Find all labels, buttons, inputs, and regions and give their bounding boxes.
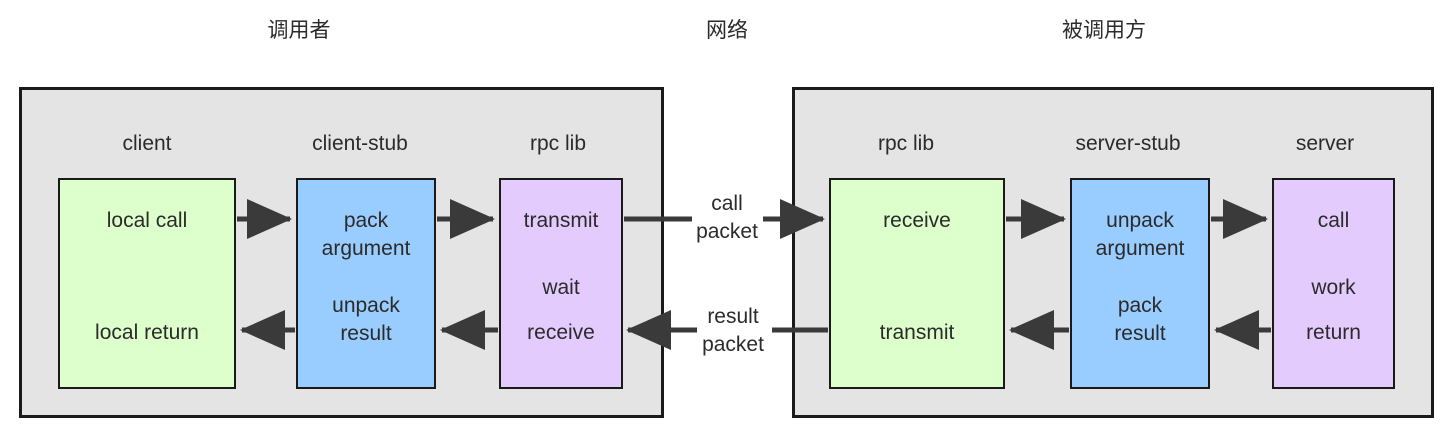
box-client-stub[interactable]: pack argument unpack result (296, 178, 436, 389)
call-packet-line1: call (711, 192, 743, 215)
box-caller-rpc-lib[interactable]: transmit wait receive (499, 178, 623, 389)
box-server-stub-line4: result (1114, 322, 1166, 345)
caller-header-client-stub: client-stub (312, 132, 408, 155)
box-callee-rpc-lib-line3: transmit (879, 321, 955, 344)
network-result-packet-label: result packet (702, 303, 764, 359)
box-client-stub-line2: argument (321, 237, 411, 260)
callee-header-server: server (1295, 132, 1355, 155)
box-client-stub-line1: pack (343, 209, 389, 232)
box-client-line1: local call (106, 209, 188, 232)
box-client-stub-line3: unpack (332, 294, 400, 317)
box-client[interactable]: local call local return (58, 178, 236, 389)
box-caller-rpc-lib-line1: transmit (523, 209, 599, 232)
caller-header-client: client (122, 132, 172, 155)
box-callee-rpc-lib-line1: receive (883, 209, 951, 232)
box-client-stub-line4: result (340, 322, 392, 345)
section-title-callee: 被调用方 (1062, 19, 1146, 42)
box-callee-rpc-lib[interactable]: receive transmit (829, 178, 1005, 389)
callee-header-server-stub: server-stub (1075, 132, 1181, 155)
box-server-line1: call (1317, 209, 1350, 232)
caller-header-rpc-lib: rpc lib (529, 132, 587, 155)
box-server-stub-line3: pack (1117, 294, 1163, 317)
box-caller-rpc-lib-line3: receive (527, 321, 595, 344)
callee-header-rpc-lib: rpc lib (877, 132, 935, 155)
box-client-line3: local return (95, 321, 199, 344)
section-title-network: 网络 (706, 19, 748, 42)
box-server-stub-line2: argument (1095, 237, 1185, 260)
section-title-caller: 调用者 (267, 19, 331, 42)
box-caller-rpc-lib-line2: wait (542, 276, 580, 299)
result-packet-line1: result (707, 305, 759, 328)
network-call-packet-label: call packet (696, 190, 758, 246)
call-packet-line2: packet (696, 220, 758, 243)
box-server-line3: return (1306, 321, 1361, 344)
box-server[interactable]: call work return (1272, 178, 1395, 389)
box-server-line2: work (1311, 276, 1356, 299)
box-server-stub[interactable]: unpack argument pack result (1070, 178, 1210, 389)
result-packet-line2: packet (702, 333, 764, 356)
box-server-stub-line1: unpack (1106, 209, 1174, 232)
